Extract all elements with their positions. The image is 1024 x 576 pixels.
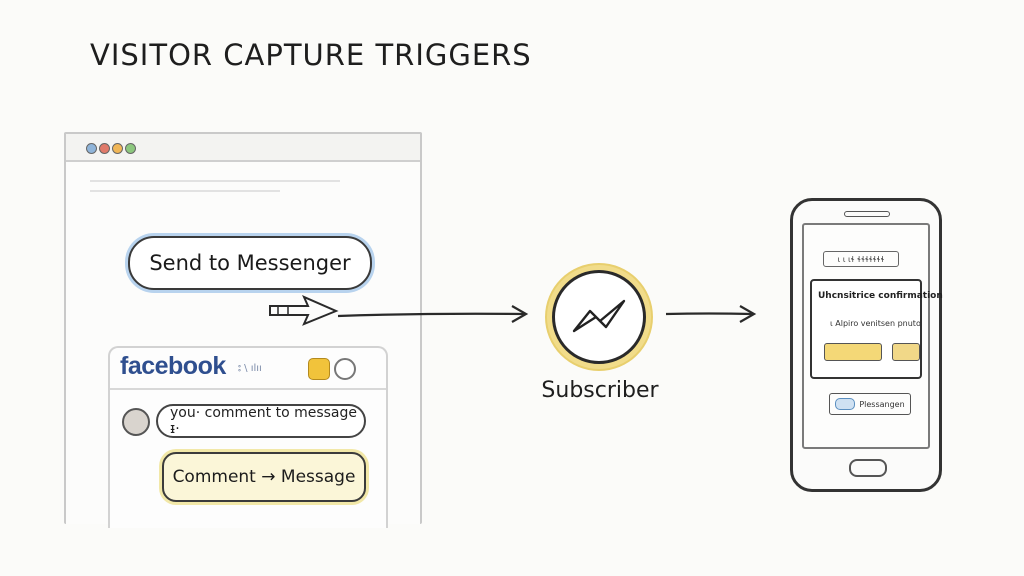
comment-input[interactable]: you· comment to message ᵻ· [156, 404, 366, 438]
browser-dot-green-icon [125, 143, 136, 154]
confirm-button[interactable] [824, 343, 882, 361]
phone-top-bar: ɩ ɩ ɩɬ ɬɬɬɬɬɬɬ [823, 251, 899, 267]
confirmation-heading: Uhcnsitrice confirmation [818, 291, 943, 301]
page-title: VISITOR CAPTURE TRIGGERS [90, 38, 532, 72]
facebook-logo: facebook [120, 352, 226, 380]
browser-dot-blue-icon [86, 143, 97, 154]
messenger-chip-label: Plessangen [859, 399, 905, 409]
phone-screen: ɩ ɩ ɩɬ ɬɬɬɬɬɬɬ Uhcnsitrice confirmation … [802, 223, 943, 449]
emoji-reaction-icon [308, 358, 330, 380]
confirmation-body: ɩ Alpiro venitsen pnuto [830, 319, 921, 328]
smartphone: ɩ ɩ ɩɬ ɬɬɬɬɬɬɬ Uhcnsitrice confirmation … [790, 198, 943, 492]
content-placeholder-line [90, 180, 340, 182]
browser-dot-red-icon [99, 143, 110, 154]
content-placeholder-line [90, 190, 280, 192]
home-button[interactable] [849, 459, 887, 477]
comment-to-message-button[interactable]: Comment → Message [162, 452, 366, 502]
facebook-header-text: ⦂ \ ıⅼıı [238, 363, 262, 374]
subscriber-label: Subscriber [541, 378, 659, 403]
flow-arrow-to-subscriber-icon [337, 305, 529, 323]
browser-toolbar [66, 134, 420, 162]
messenger-icon [552, 270, 646, 364]
flow-arrow-to-phone-icon [665, 305, 757, 323]
messenger-chip[interactable]: Plessangen [829, 393, 911, 415]
send-to-messenger-button[interactable]: Send to Messenger [128, 236, 372, 290]
confirmation-panel: Uhcnsitrice confirmation ɩ Alpiro venits… [810, 279, 943, 379]
facebook-header: facebook ⦂ \ ıⅼıı [110, 348, 386, 390]
avatar [122, 408, 150, 436]
messenger-chip-icon [835, 398, 856, 410]
phone-speaker [844, 211, 890, 217]
secondary-button[interactable] [892, 343, 920, 361]
hand-drawn-arrow-icon [269, 295, 339, 326]
facebook-post-card: facebook ⦂ \ ıⅼıı you· comment to messag… [108, 346, 388, 528]
messenger-bolt-icon [572, 299, 626, 333]
notification-icon [334, 358, 356, 380]
browser-dot-orange-icon [112, 143, 123, 154]
